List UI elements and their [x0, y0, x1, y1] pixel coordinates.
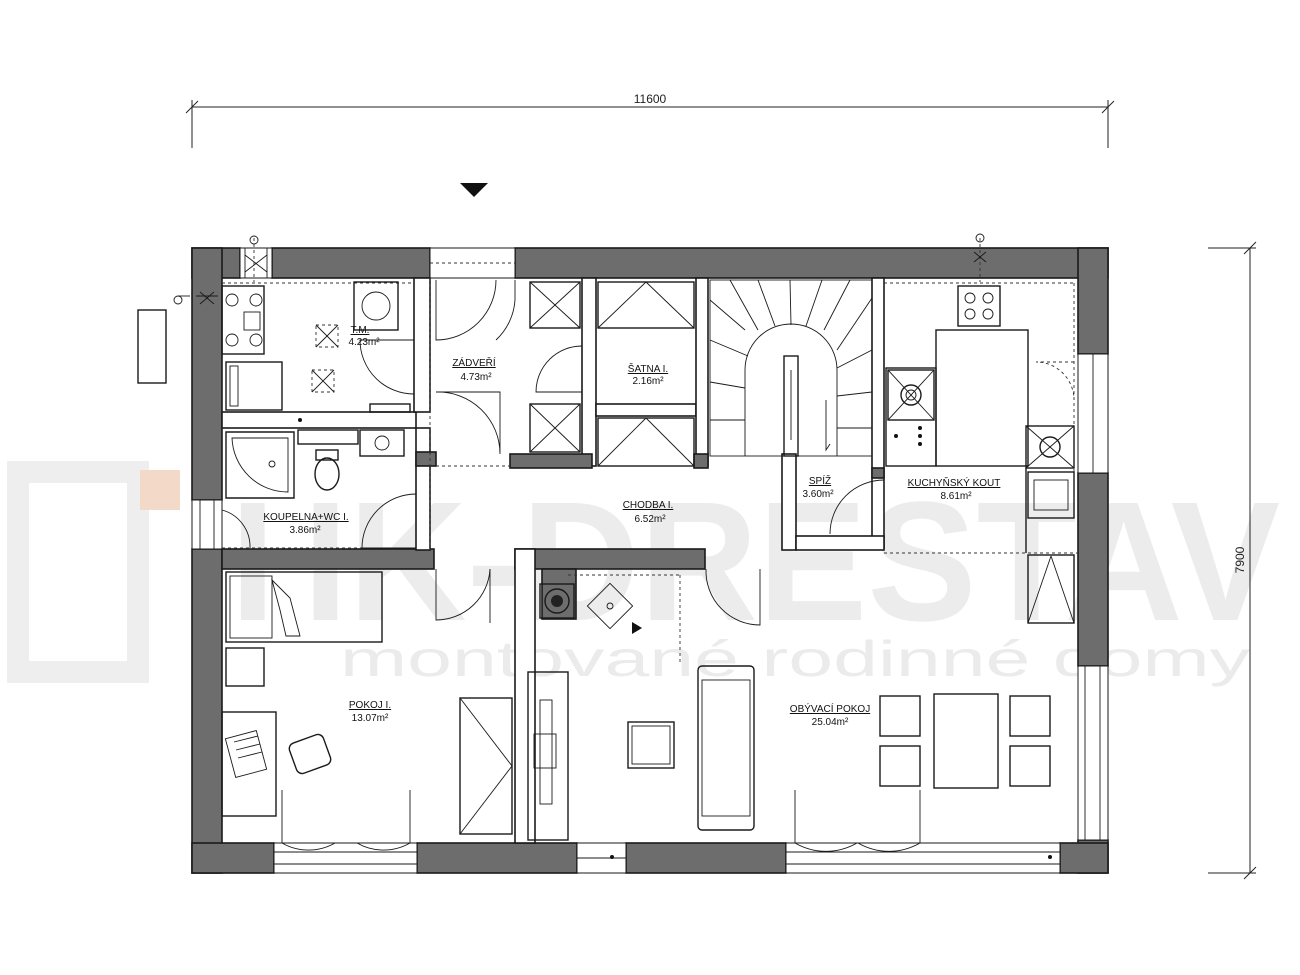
room-name-spiz: SPÍŽ — [809, 474, 831, 487]
room-name-satna: ŠATNA I. — [628, 362, 668, 375]
room-area-spiz: 3.60m² — [802, 489, 834, 500]
pokoj-door — [435, 568, 491, 621]
stove — [539, 583, 575, 619]
corner-bath — [225, 431, 295, 499]
zadveri-door — [435, 391, 501, 455]
doors — [221, 279, 1075, 852]
room-area-tm: 4.23m² — [348, 337, 380, 348]
exterior-box — [137, 309, 167, 384]
room-name-kuchyn: KUCHYŇSKÝ KOUT — [908, 476, 1001, 489]
dining-table — [933, 693, 999, 789]
watermark-logo-accent — [140, 470, 180, 510]
kitchen-fixtures — [249, 233, 1075, 624]
satna-door — [535, 345, 583, 393]
room-name-obyvaci: OBÝVACÍ POKOJ — [790, 702, 870, 715]
wardrobe-pokoj — [459, 697, 513, 835]
watermark-tagline: montované rodinné domy — [340, 631, 1250, 687]
living-furniture — [527, 582, 1051, 841]
coffee-table — [627, 721, 675, 769]
room-area-obyvaci: 25.04m² — [812, 717, 849, 728]
spiz-door — [829, 479, 885, 535]
room-area-chodba: 6.52m² — [634, 514, 666, 525]
watermark-logo-frame — [7, 461, 149, 683]
room-name-koupelna: KOUPELNA+WC I. — [263, 512, 348, 523]
dashed-lines — [222, 278, 1078, 665]
tm-fixtures — [196, 281, 411, 413]
room-area-pokoj: 13.07m² — [352, 713, 389, 724]
hob-top — [957, 285, 1001, 327]
dimension-width: 11600 — [185, 92, 1115, 148]
staircase — [709, 279, 873, 457]
kitchen-island — [935, 329, 1029, 467]
sofa — [697, 665, 755, 831]
cooktop — [887, 369, 935, 421]
pokoj-furniture — [221, 571, 513, 835]
room-area-satna: 2.16m² — [632, 376, 664, 387]
washbasin — [359, 429, 405, 457]
dimension-height: 7900 — [1208, 241, 1257, 880]
outer-walls — [191, 247, 1109, 874]
dimension-width-label: 11600 — [634, 92, 667, 106]
bed — [225, 571, 383, 643]
satna-wardrobes — [597, 281, 695, 467]
hob-right — [1025, 425, 1075, 469]
entry-door — [435, 279, 497, 341]
toilet — [315, 449, 339, 461]
chair — [288, 733, 332, 775]
zadveri-wardrobes — [529, 281, 581, 453]
obyvaci-door — [705, 568, 761, 626]
room-area-kuchyn: 8.61m² — [940, 491, 972, 502]
bath-door — [361, 493, 417, 549]
kitchen-sink — [1027, 471, 1075, 519]
tv-unit — [527, 671, 569, 841]
room-name-tm: T.M. — [351, 325, 370, 336]
interior-walls — [221, 277, 885, 844]
room-labels: T.M. 4.23m² ZÁDVEŘÍ 4.73m² ŠATNA I. 2.16… — [263, 325, 1000, 728]
entrance-arrow-icon — [460, 183, 488, 197]
windows — [191, 247, 1109, 874]
room-name-chodba: CHODBA I. — [623, 500, 674, 511]
bathroom-fixtures — [225, 418, 405, 499]
tm-door — [359, 339, 415, 395]
room-area-koupelna: 3.86m² — [289, 525, 321, 536]
room-name-pokoj: POKOJ I. — [349, 700, 391, 711]
desk — [221, 711, 277, 817]
room-name-zadveri: ZÁDVEŘÍ — [452, 356, 496, 369]
exterior-tap-icon — [173, 295, 190, 305]
dimension-height-label: 7900 — [1233, 546, 1247, 573]
room-area-zadveri: 4.73m² — [460, 372, 492, 383]
